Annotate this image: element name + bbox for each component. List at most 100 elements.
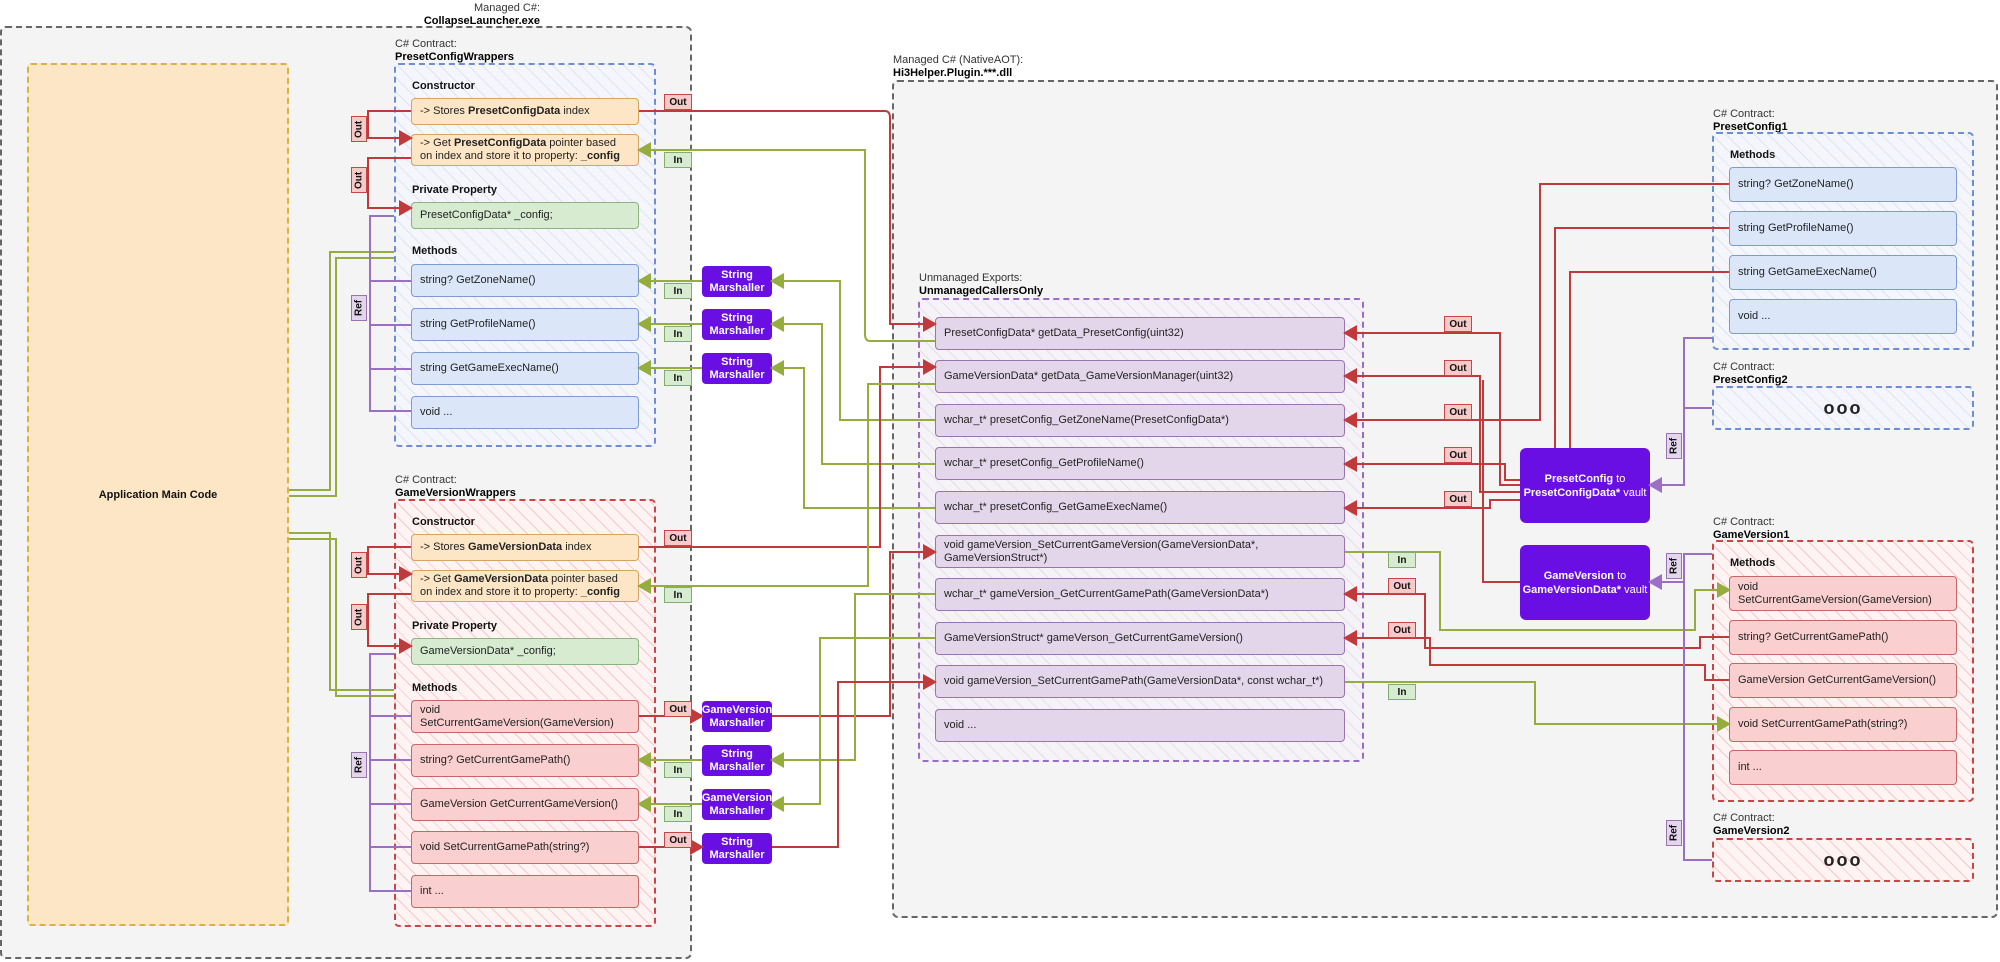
nativeaot-region-label-text: Managed C# (NativeAOT): <box>893 54 1024 66</box>
preset-ctor-stores-post: index <box>560 105 590 117</box>
preset-method-void: void ... <box>411 396 639 429</box>
app-to-gv-line <box>289 532 394 691</box>
preset-ctor-stores-text: -> Stores PresetConfigData index <box>420 105 590 118</box>
gameversion-ctor-get-mid: pointer based on index and store it to p… <box>420 573 618 598</box>
app-to-preset-line-2 <box>289 257 394 497</box>
export-get-data-game-version-manager: GameVersionData* getData_GameVersionMana… <box>935 360 1345 393</box>
preset-private-title: Private Property <box>412 184 497 196</box>
unmanaged-exports-label: Unmanaged Exports: UnmanagedCallersOnly <box>919 272 1043 298</box>
preset-ref-lines <box>369 215 411 412</box>
preset-ctor-get-pointer: -> Get PresetConfigData pointer based on… <box>411 134 639 166</box>
tag-out-preset-1: Out <box>351 116 367 142</box>
vault-to-preset-export-2 <box>1343 368 1520 493</box>
marshaller-2-line1: String <box>721 311 753 324</box>
gv-ref-lines <box>369 653 411 892</box>
preset-constructor-title: Constructor <box>412 80 475 92</box>
export-set-path-to-gv1 <box>1345 681 1731 732</box>
gameversion-ctor-get-bold: GameVersionData <box>453 573 549 585</box>
preset-vault-tail: vault <box>1620 486 1647 499</box>
marsh5-green <box>770 593 935 768</box>
export-preset-get-profile-name: wchar_t* presetConfig_GetProfileName() <box>935 447 1345 480</box>
tag-out-right-gv-version: Out <box>1388 622 1416 638</box>
export-gameversion-get-current-game-version: GameVersionStruct* gameVerson_GetCurrent… <box>935 622 1345 655</box>
pc1-exec-to-vault <box>1569 271 1729 448</box>
gv-stores-to-export <box>639 359 937 548</box>
preset-ctor-get-pre: -> Get <box>420 137 454 149</box>
preset-method-get-profile-name: string GetProfileName() <box>411 308 639 341</box>
game-version2-contract: ooo <box>1712 838 1974 882</box>
gameversion-methods-title: Methods <box>412 682 458 694</box>
preset-wrappers-label-text: C# Contract: <box>395 38 457 50</box>
tag-in-marsh6: In <box>664 806 692 822</box>
gameversion-method-set-current-game-version: void SetCurrentGameVersion(GameVersion) <box>411 700 639 733</box>
pc1-method-get-game-exec-name: string GetGameExecName() <box>1729 255 1957 290</box>
marshaller-4-line2: Marshaller <box>709 716 765 729</box>
tag-ref-right-gv2: Ref <box>1666 820 1682 846</box>
preset-config2-label: C# Contract: PresetConfig2 <box>1713 361 1788 387</box>
unmanaged-exports-label-text: Unmanaged Exports: <box>919 272 1023 284</box>
gameversion-method-get-current-game-version: GameVersion GetCurrentGameVersion() <box>411 788 639 821</box>
tag-in-marsh2: In <box>664 326 692 342</box>
preset-config2-label-text: C# Contract: <box>1713 361 1775 373</box>
gameversion-vault-tail: vault <box>1621 583 1648 596</box>
gv1-method-int: int ... <box>1729 750 1957 785</box>
tag-out-right-3: Out <box>1444 404 1472 420</box>
tag-in-right-set-gv: In <box>1388 552 1416 568</box>
gameversion-ctor-stores-index: -> Stores GameVersionData index <box>411 534 639 561</box>
vault-to-preset-export-4 <box>1343 499 1520 516</box>
tag-in-right-set-path: In <box>1388 684 1416 700</box>
gameversion-vault-bold: GameVersion <box>1543 569 1615 582</box>
export-gameversion-set-current-game-path: void gameVersion_SetCurrentGamePath(Game… <box>935 665 1345 698</box>
tag-out-gv-stores: Out <box>664 530 692 546</box>
export-gameversion-get-current-game-path: wchar_t* gameVersion_GetCurrentGamePath(… <box>935 578 1345 611</box>
preset-ctor-stores-pre: -> Stores <box>420 105 468 117</box>
marshaller-3-line2: Marshaller <box>709 368 765 381</box>
export-get-data-preset-config: PresetConfigData* getData_PresetConfig(u… <box>935 317 1345 350</box>
gv-ctor-out-1 <box>367 546 413 582</box>
game-version1-name: GameVersion1 <box>1713 529 1790 541</box>
tag-out-right-5: Out <box>1444 491 1472 507</box>
preset-vault-bold: PresetConfig <box>1544 472 1614 485</box>
tag-out-right-4: Out <box>1444 447 1472 463</box>
game-version1-label: C# Contract: GameVersion1 <box>1713 516 1789 542</box>
tag-out-right-gv-path: Out <box>1388 578 1416 594</box>
gameversion-ctor-stores-text: -> Stores GameVersionData index <box>420 541 592 554</box>
gv1-version-to-export <box>1343 630 1729 681</box>
tag-out-preset-2: Out <box>351 167 367 193</box>
preset-config1-methods-title: Methods <box>1730 149 1776 161</box>
gameversion-vault-mid: to <box>1614 569 1627 582</box>
preset-stores-to-export <box>639 110 937 332</box>
nativeaot-region-label: Managed C# (NativeAOT): Hi3Helper.Plugin… <box>893 54 1023 80</box>
tag-out-gv-1: Out <box>351 552 367 578</box>
application-main-code-label: Application Main Code <box>98 488 218 501</box>
preset-export-to-ctor-green <box>637 142 935 342</box>
marsh3-green <box>770 360 935 509</box>
preset-ctor-out-1 <box>367 110 413 146</box>
gameversion-ctor-get-pre: -> Get <box>420 573 454 585</box>
tag-out-right-2: Out <box>1444 360 1472 376</box>
marsh2-green <box>770 316 935 465</box>
game-version2-label-text: C# Contract: <box>1713 812 1775 824</box>
gv-ctor-out-2 <box>367 593 413 654</box>
gameversion-private-title: Private Property <box>412 620 497 632</box>
gameversion-ctor-stores-pre: -> Stores <box>420 541 468 553</box>
gv-export-to-ctor-green <box>637 383 935 594</box>
tag-in-marsh3: In <box>664 370 692 386</box>
marshaller-7-line2: Marshaller <box>709 848 765 861</box>
preset-ctor-get-mid: pointer based on index and store it to p… <box>420 137 616 162</box>
preset-vault-bold2: PresetConfigData* <box>1523 486 1621 499</box>
preset-ctor-out-2 <box>367 157 413 216</box>
game-version2-label: C# Contract: GameVersion2 <box>1713 812 1789 838</box>
tag-ref-right-pc: Ref <box>1666 433 1682 459</box>
gameversion-ctor-get-text: -> Get GameVersionData pointer based on … <box>420 573 630 599</box>
tag-in-marsh5: In <box>664 762 692 778</box>
game-version1-label-text: C# Contract: <box>1713 516 1775 528</box>
gv2-ref-line <box>1683 582 1712 861</box>
export-void: void ... <box>935 709 1345 742</box>
